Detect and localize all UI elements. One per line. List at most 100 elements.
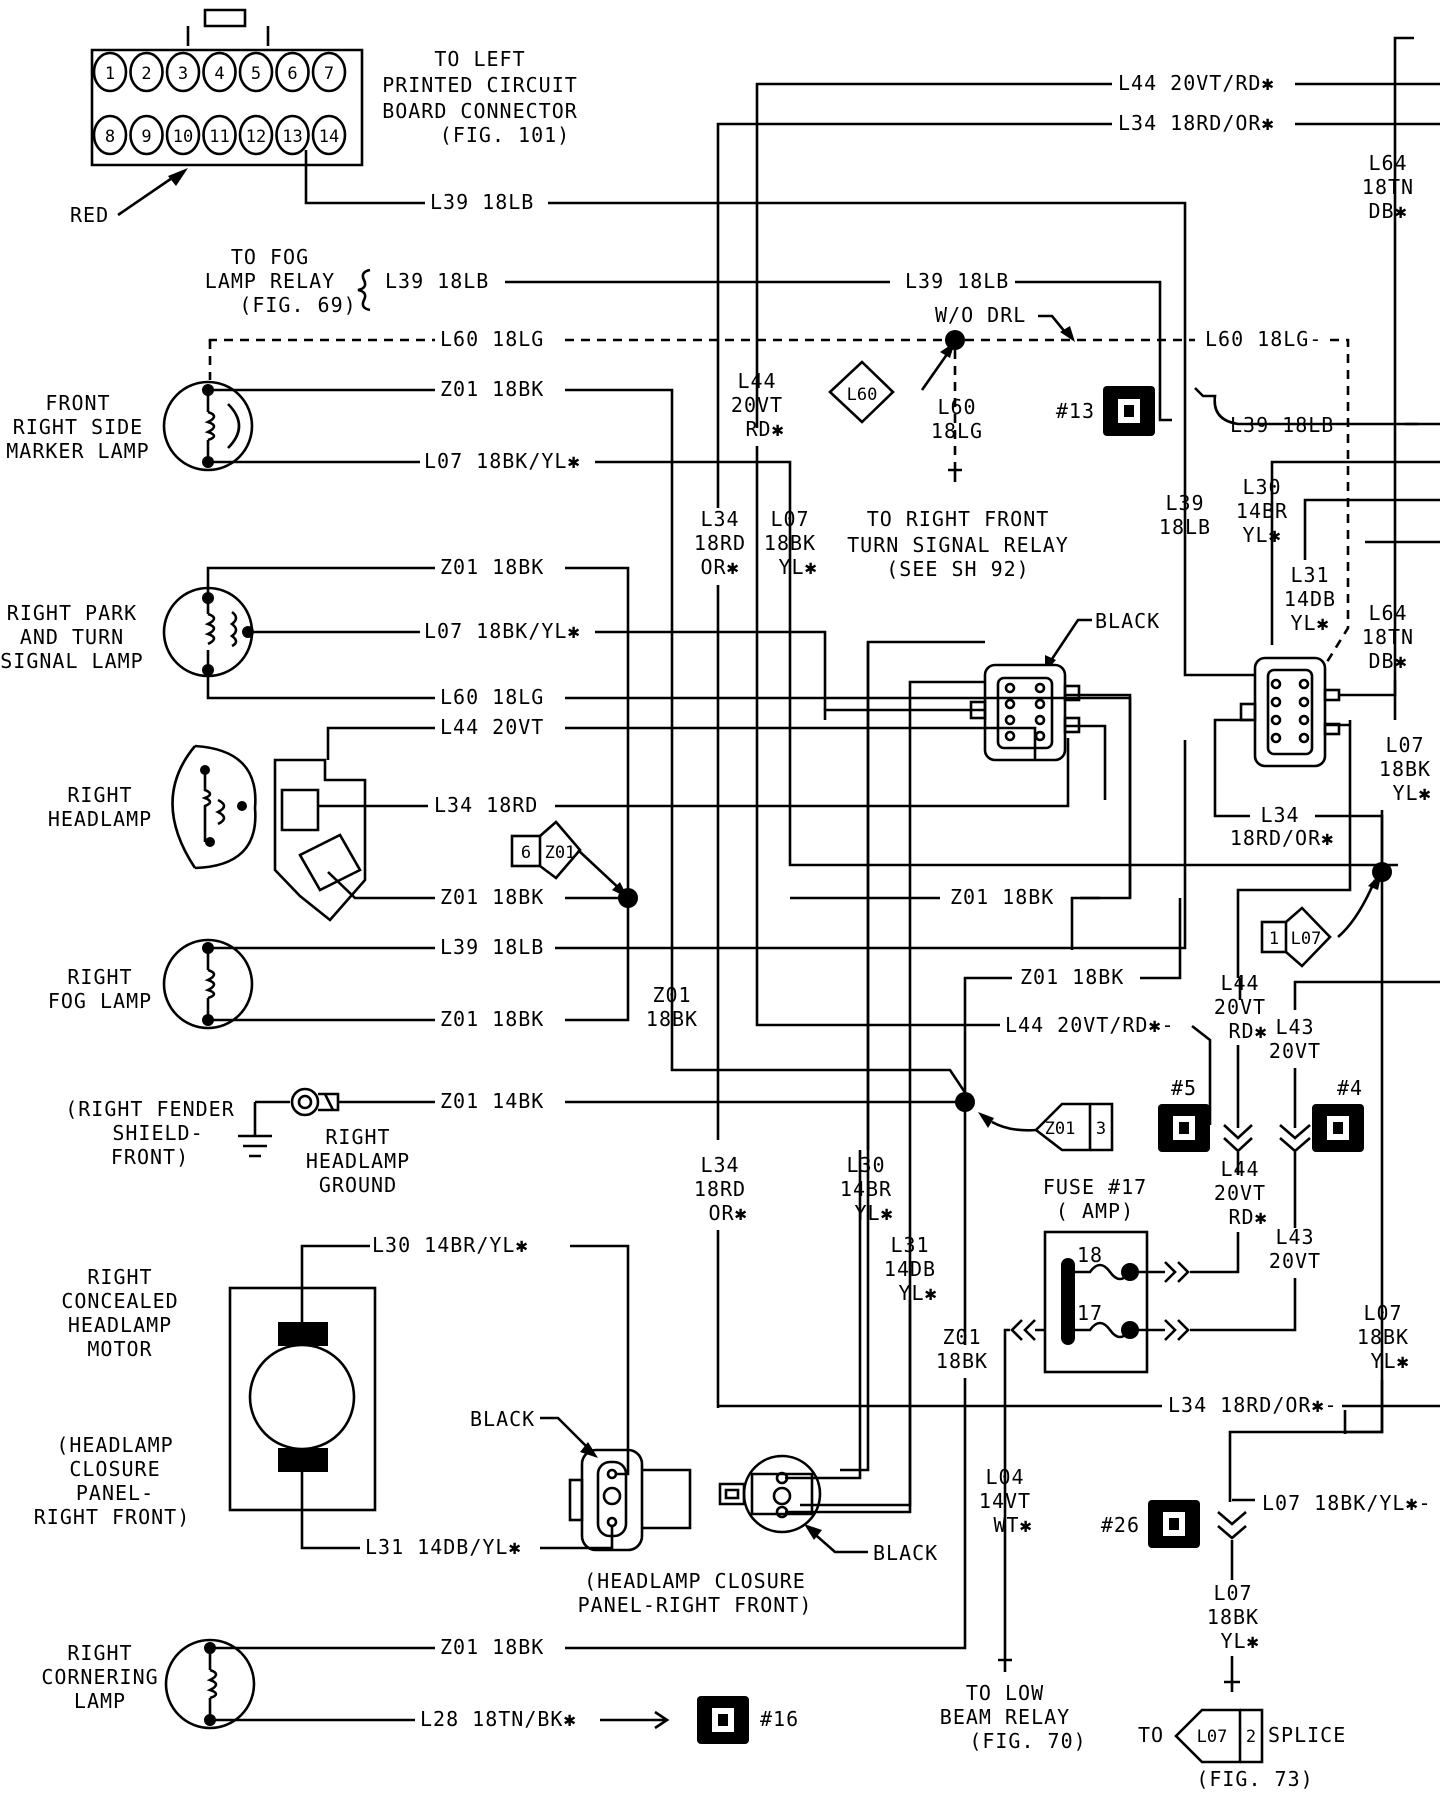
- park-lamp-1: RIGHT PARK: [7, 601, 137, 625]
- v-l07-b-1: L07: [1385, 733, 1424, 757]
- v-l44-b-3: RD✱: [1228, 1019, 1267, 1043]
- wire-l34-top: L34 18RD/OR✱: [1118, 111, 1275, 135]
- ground-1: RIGHT: [325, 1125, 390, 1149]
- v-l07-d-1: L07: [1213, 1581, 1252, 1605]
- v-l34-c-2: 18RD: [694, 1177, 746, 1201]
- wire-z01-e: Z01 18BK: [440, 1007, 544, 1031]
- wire-z01-c: Z01 18BK: [440, 885, 544, 909]
- splice-l07-2: L07 2: [1174, 1708, 1264, 1764]
- wire-z01-a: Z01 18BK: [440, 377, 544, 401]
- turn-relay-3: (SEE SH 92): [886, 557, 1029, 581]
- pin-number: 12: [246, 127, 266, 147]
- v-l34-c-3: OR✱: [708, 1201, 747, 1225]
- fog-relay-3: (FIG. 69): [239, 293, 356, 317]
- v-l60-2: 18LG: [931, 419, 983, 443]
- wire-z01-f: Z01 18BK: [1020, 965, 1124, 989]
- v-l64-b-3: DB✱: [1368, 649, 1407, 673]
- motor-3: HEADLAMP: [68, 1313, 172, 1337]
- v-l44-a-2: 20VT: [731, 393, 783, 417]
- v-l30-b-2: 14BR: [840, 1177, 892, 1201]
- wire-l44-top: L44 20VT/RD✱: [1118, 71, 1275, 95]
- black-label-1: BLACK: [1095, 609, 1160, 633]
- v-l44-b-1: L44: [1220, 971, 1259, 995]
- splice-l07-1: 1 L07: [1260, 906, 1332, 968]
- pin-number: 7: [324, 64, 334, 84]
- splice-z01-6: 6 Z01: [510, 820, 582, 880]
- pin-cell: [275, 114, 310, 156]
- svg-text:3: 3: [1096, 1119, 1106, 1139]
- headlamp-icon: [171, 744, 367, 922]
- v-l44-c-1: L44: [1220, 1157, 1259, 1181]
- pin-cell: [202, 114, 237, 156]
- splice-l60: L60: [828, 360, 895, 424]
- v-l44-a-1: L44: [737, 369, 776, 393]
- v-l07-b-3: YL✱: [1392, 781, 1431, 805]
- fog-lamp-icon: [162, 938, 254, 1030]
- v-l34-a-2: 18RD: [694, 531, 746, 555]
- v-l31-b-3: YL✱: [898, 1281, 937, 1305]
- wo-drl-label: W/O DRL: [935, 303, 1026, 327]
- v-l43-b-2: 20VT: [1269, 1249, 1321, 1273]
- left-8pin-connector: [969, 663, 1081, 762]
- v-l34-a-1: L34: [700, 507, 739, 531]
- v-l44-b-2: 20VT: [1214, 995, 1266, 1019]
- motor-connector: [568, 1448, 692, 1552]
- closure-3: PANEL-: [76, 1481, 154, 1505]
- connector-4-icon: [1312, 1104, 1364, 1152]
- fuse-title-2: ( AMP): [1056, 1199, 1134, 1223]
- conn-4-label: #4: [1337, 1076, 1363, 1100]
- fender-2: SHIELD-: [112, 1121, 203, 1145]
- motor-4: MOTOR: [87, 1337, 152, 1361]
- v-l44-c-2: 20VT: [1214, 1181, 1266, 1205]
- fog-relay-2: LAMP RELAY: [205, 269, 335, 293]
- v-l07-a-3: YL✱: [778, 555, 817, 579]
- black-label-3: BLACK: [873, 1541, 938, 1565]
- conn-5-label: #5: [1171, 1076, 1197, 1100]
- wire-z01-g: Z01 14BK: [440, 1089, 544, 1113]
- pin-number: 5: [251, 64, 261, 84]
- pin-cell: [202, 51, 237, 93]
- v-l07-c-3: YL✱: [1370, 1349, 1409, 1373]
- splice-fig: (FIG. 73): [1196, 1767, 1313, 1791]
- wire-l30-motor: L30 14BR/YL✱: [372, 1233, 529, 1257]
- wire-l39-a: L39 18LB: [430, 190, 534, 214]
- marker-lamp-1: FRONT: [45, 391, 110, 415]
- cornering-1: RIGHT: [67, 1641, 132, 1665]
- wire-z01-b: Z01 18BK: [440, 555, 544, 579]
- conn-26-label: #26: [1101, 1513, 1140, 1537]
- wire-l34-mid: L34 18RD: [434, 793, 538, 817]
- v-l64-b-1: L64: [1368, 601, 1407, 625]
- v-l04-1: L04: [985, 1465, 1024, 1489]
- svg-text:1: 1: [1269, 929, 1279, 949]
- pin-number: 13: [282, 127, 302, 147]
- conn-13-label: #13: [1056, 399, 1095, 423]
- v-l31-a-2: 14DB: [1284, 587, 1336, 611]
- wire-z01-d: Z01 18BK: [950, 885, 1054, 909]
- closure-b-1: (HEADLAMP CLOSURE: [584, 1569, 806, 1593]
- fog-lamp-2: FOG LAMP: [48, 989, 152, 1013]
- v-l43-a-2: 20VT: [1269, 1039, 1321, 1063]
- pin-number: 11: [209, 127, 229, 147]
- wire-l39-fog: L39 18LB: [440, 935, 544, 959]
- wire-l60-b: L60 18LG: [440, 685, 544, 709]
- right-8pin-connector: [1239, 656, 1341, 768]
- pin-cell: [165, 114, 201, 156]
- headlamp-1: RIGHT: [67, 783, 132, 807]
- ground-2: HEADLAMP: [306, 1149, 410, 1173]
- v-l43-a-1: L43: [1275, 1015, 1314, 1039]
- v-l60-1: L60: [937, 395, 976, 419]
- splice-z01-3: Z01 3: [1034, 1102, 1114, 1152]
- low-beam-1: TO LOW: [966, 1681, 1044, 1705]
- v-l43-b-1: L43: [1275, 1225, 1314, 1249]
- v-l34-a-3: OR✱: [700, 555, 739, 579]
- v-l07-a-2: 18BK: [764, 531, 816, 555]
- wire-z01-h: Z01 18BK: [440, 1635, 544, 1659]
- fog-relay-1: TO FOG: [231, 245, 309, 269]
- closure-2: CLOSURE: [69, 1457, 160, 1481]
- v-z01-b-2: 18BK: [936, 1349, 988, 1373]
- fuse-title-1: FUSE #17: [1043, 1175, 1147, 1199]
- wire-l28: L28 18TN/BK✱: [420, 1707, 577, 1731]
- pin-cell: [92, 51, 128, 93]
- v-l44-a-3: RD✱: [745, 417, 784, 441]
- pin-number: 14: [319, 127, 339, 147]
